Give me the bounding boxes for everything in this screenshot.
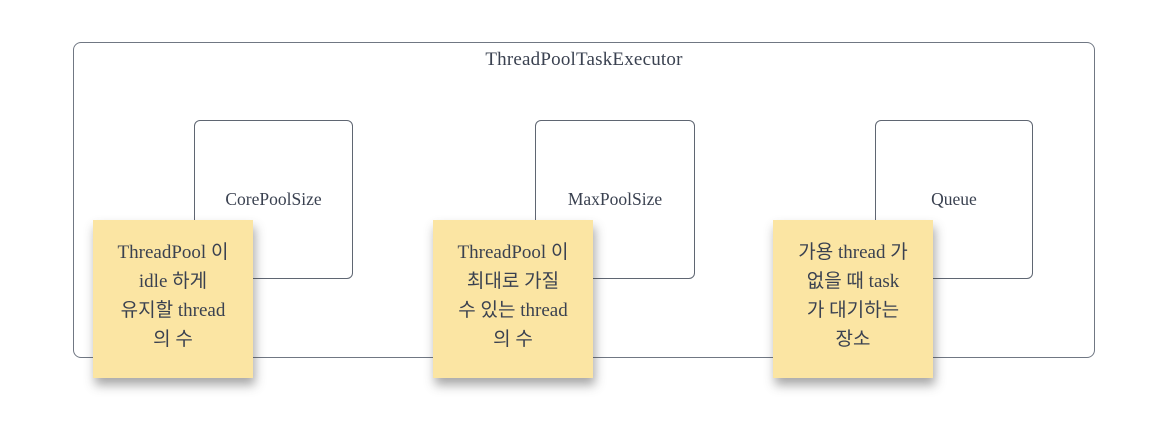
executor-title: ThreadPoolTaskExecutor xyxy=(485,49,683,70)
sticky-note-core-pool-size: ThreadPool 이 idle 하게 유지할 thread 의 수 xyxy=(93,220,253,378)
param-box-label: Queue xyxy=(931,189,977,209)
sticky-note-queue: 가용 thread 가 없을 때 task 가 대기하는 장소 xyxy=(773,220,933,378)
sticky-note-text: 가용 thread 가 없을 때 task 가 대기하는 장소 xyxy=(798,242,908,350)
sticky-note-text: ThreadPool 이 최대로 가질 수 있는 thread 의 수 xyxy=(457,242,569,350)
param-box-label: CorePoolSize xyxy=(225,189,322,209)
sticky-note-max-pool-size: ThreadPool 이 최대로 가질 수 있는 thread 의 수 xyxy=(433,220,593,378)
param-box-label: MaxPoolSize xyxy=(567,189,663,209)
sticky-note-text: ThreadPool 이 idle 하게 유지할 thread 의 수 xyxy=(117,242,229,350)
